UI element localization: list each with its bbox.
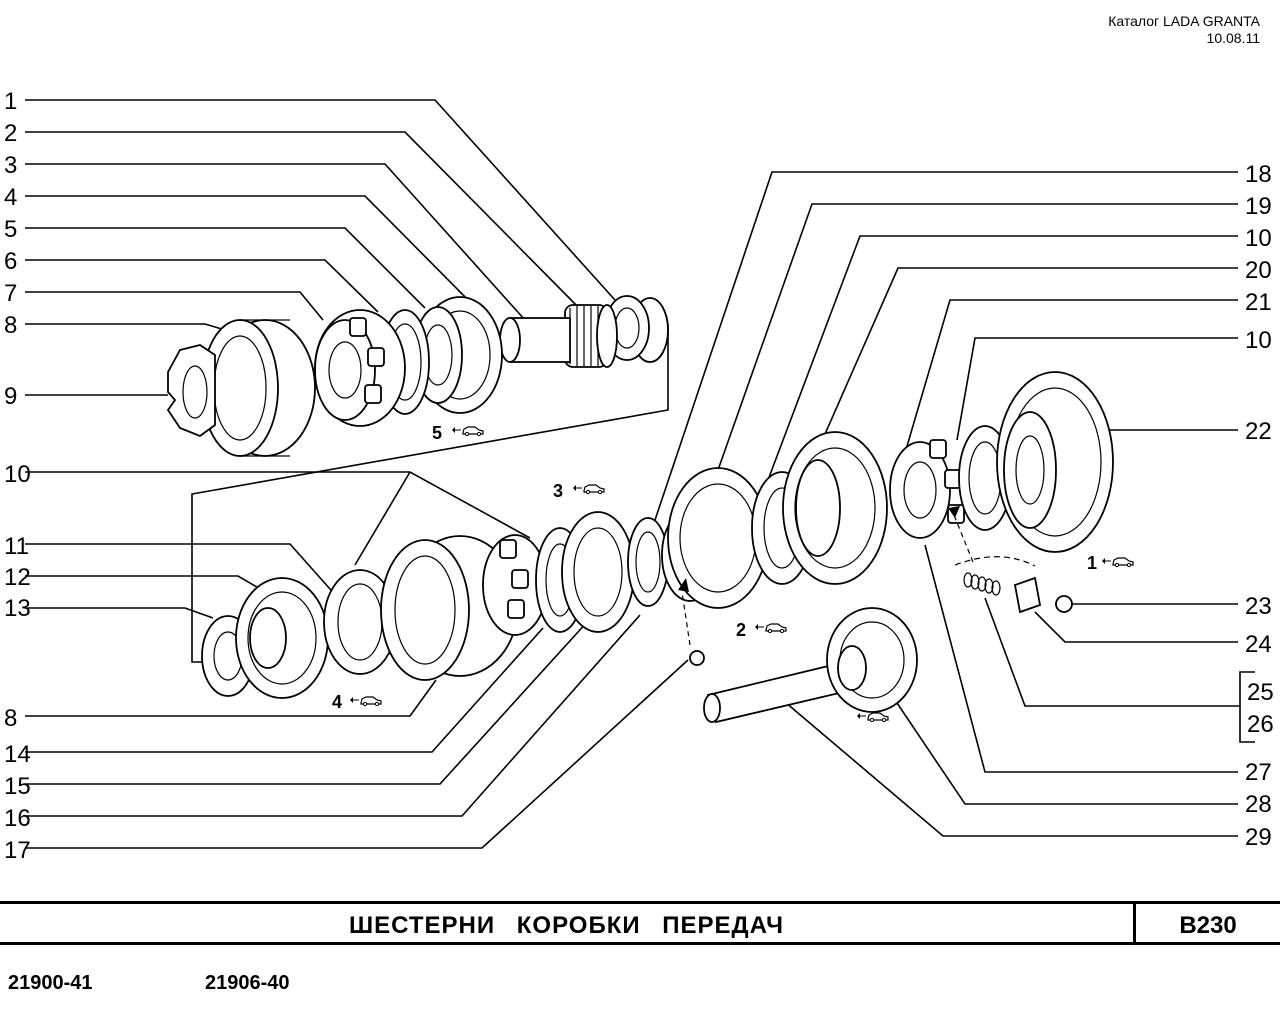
callout-8b: 8 <box>4 705 17 732</box>
right-callouts: 18 19 10 20 21 10 22 23 24 25 26 27 28 2… <box>1239 161 1274 851</box>
callout-23: 23 <box>1245 593 1272 620</box>
callout-26: 26 <box>1247 711 1274 738</box>
car-arrow-icon <box>349 696 382 707</box>
callout-16: 16 <box>4 805 31 832</box>
callout-5: 5 <box>4 216 17 243</box>
leader-lines-right <box>654 171 1240 837</box>
callout-19: 19 <box>1245 193 1272 220</box>
callout-24: 24 <box>1245 631 1272 658</box>
main-shaft-assembly <box>201 371 1114 724</box>
callout-27: 27 <box>1245 759 1272 786</box>
car-arrow-icon <box>754 623 787 634</box>
page-code: B230 <box>1179 912 1237 939</box>
callout-6: 6 <box>4 248 17 275</box>
car-arrow-icon <box>856 712 889 723</box>
model-code-1: 21900-41 <box>8 972 93 994</box>
upper-assembly-5th-gear <box>166 295 669 457</box>
callout-1: 1 <box>4 88 17 115</box>
callout-10r1: 10 <box>1245 225 1272 252</box>
svg-text:3: 3 <box>553 481 563 501</box>
car-arrow-icon <box>572 484 605 495</box>
callout-29: 29 <box>1245 824 1272 851</box>
exploded-view-drawing: 1 2 3 4 5 6 7 8 9 10 11 12 13 8 14 15 16… <box>4 88 1274 864</box>
catalog-date: 10.08.11 <box>1206 30 1260 46</box>
callout-2: 2 <box>4 120 17 147</box>
callout-10r2: 10 <box>1245 327 1272 354</box>
callout-17: 17 <box>4 837 31 864</box>
callout-21: 21 <box>1245 289 1272 316</box>
gear-marks: 5 3 4 2 1 <box>332 423 1134 723</box>
gear-mark-1: 1 <box>1087 553 1134 573</box>
callout-18: 18 <box>1245 161 1272 188</box>
left-callouts: 1 2 3 4 5 6 7 8 9 10 11 12 13 8 14 15 16… <box>4 88 31 864</box>
gear-mark-4: 4 <box>332 692 382 712</box>
callout-8: 8 <box>4 312 17 339</box>
callout-4: 4 <box>4 184 17 211</box>
callout-7: 7 <box>4 280 17 307</box>
svg-text:1: 1 <box>1087 553 1097 573</box>
svg-text:2: 2 <box>736 620 746 640</box>
bracket-25-26 <box>1239 671 1255 743</box>
svg-text:5: 5 <box>432 423 442 443</box>
callout-9: 9 <box>4 383 17 410</box>
leader-lines-left <box>25 99 689 849</box>
gear-mark-5: 5 <box>432 423 484 443</box>
car-arrow-icon <box>1101 557 1134 568</box>
svg-text:4: 4 <box>332 692 342 712</box>
callout-3: 3 <box>4 152 17 179</box>
callout-22: 22 <box>1245 418 1272 445</box>
catalog-name: Каталог LADA GRANTA <box>1108 13 1260 29</box>
detent-spring <box>963 572 1001 596</box>
car-arrow-icon <box>451 426 484 437</box>
gear-mark-reverse <box>856 712 889 723</box>
model-code-2: 21906-40 <box>205 972 290 994</box>
callout-20: 20 <box>1245 257 1272 284</box>
callout-11: 11 <box>4 533 29 560</box>
callout-10: 10 <box>4 461 31 488</box>
callout-15: 15 <box>4 773 31 800</box>
gear-mark-3: 3 <box>553 481 605 501</box>
callout-25: 25 <box>1247 679 1274 706</box>
callout-28: 28 <box>1245 791 1272 818</box>
page-title: ШЕСТЕРНИ КОРОБКИ ПЕРЕДАЧ <box>348 912 784 939</box>
gear-mark-2: 2 <box>736 620 787 640</box>
callout-14: 14 <box>4 741 31 768</box>
title-bar: ШЕСТЕРНИ КОРОБКИ ПЕРЕДАЧ B230 <box>0 901 1280 945</box>
page-code-box: B230 <box>1133 904 1280 942</box>
callout-12: 12 <box>4 564 31 591</box>
